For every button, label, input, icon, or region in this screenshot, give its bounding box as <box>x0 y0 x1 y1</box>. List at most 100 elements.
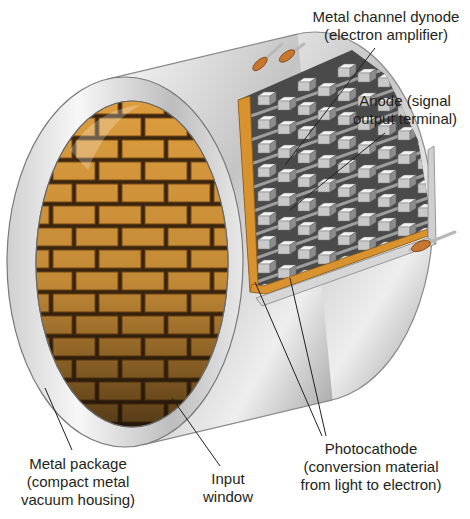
dynode-face <box>398 127 416 131</box>
dynode-face <box>290 169 296 182</box>
dynode-face <box>290 121 296 134</box>
dynode-face <box>290 313 296 326</box>
cathode-brick <box>260 140 302 158</box>
dynode-face <box>270 212 276 225</box>
cathode-brick <box>237 162 279 180</box>
dynode-face <box>278 269 290 278</box>
dynode-block <box>378 170 396 183</box>
dynode-face <box>398 59 410 68</box>
dynode-face <box>378 78 390 87</box>
cathode-brick <box>260 184 302 202</box>
dynode-block <box>258 164 276 177</box>
dynode-block <box>398 151 416 164</box>
dynode-face <box>330 179 336 192</box>
pin-insulator <box>251 55 270 73</box>
dynode-face <box>370 69 376 82</box>
dynode-face <box>258 144 270 153</box>
dynode-block <box>338 280 356 293</box>
dynode-face <box>338 68 350 77</box>
dynode-block <box>338 208 356 221</box>
cathode-brick <box>99 426 141 444</box>
dynode-face <box>298 178 310 187</box>
housing-cut-edge <box>428 146 436 244</box>
dynode-block <box>378 74 396 87</box>
dynode-block <box>418 252 436 265</box>
dynode-block <box>358 285 376 298</box>
dynode-face <box>330 299 336 312</box>
dynode-block <box>278 145 296 158</box>
leader-lines <box>45 48 385 466</box>
dynode-face <box>330 203 336 216</box>
dynode-face <box>318 159 330 168</box>
dynode-face <box>398 271 416 275</box>
dynode-block <box>338 184 356 197</box>
dynode-face <box>290 217 296 230</box>
dynode-face <box>410 175 416 188</box>
leader-line <box>172 398 220 466</box>
dynode-face <box>358 241 370 250</box>
dynode-face <box>258 264 270 273</box>
window-edge <box>36 101 228 427</box>
dynode-face <box>390 218 396 231</box>
dynode-face <box>410 199 416 212</box>
dynode-face <box>278 173 290 182</box>
dynode-block <box>278 217 296 230</box>
cathode-brick <box>260 96 302 114</box>
dynode-face <box>310 102 316 115</box>
dynode-face <box>338 236 350 245</box>
dynode-face <box>398 275 410 284</box>
dynode-face <box>370 189 376 202</box>
dynode-face <box>390 194 396 207</box>
dynode-block <box>278 97 296 110</box>
dynode-face <box>338 140 350 149</box>
cathode-brick <box>214 360 256 378</box>
dynode-face <box>418 84 436 88</box>
dynode-face <box>350 136 356 149</box>
dynode-face <box>298 250 310 259</box>
dynode-block <box>358 213 376 226</box>
lead-pins <box>251 44 455 254</box>
dynode-face <box>278 101 290 110</box>
cathode-brick <box>237 206 279 224</box>
dynode-face <box>358 285 376 289</box>
dynode-face <box>318 299 336 303</box>
dynode-face <box>370 165 376 178</box>
dynode-face <box>330 155 336 168</box>
dynode-face <box>278 149 290 158</box>
dynode-face <box>430 252 436 265</box>
leader-line <box>290 133 385 210</box>
dynode-face <box>378 266 396 270</box>
housing-edge <box>107 34 297 79</box>
dynode-face <box>378 270 390 279</box>
cathode-brick <box>214 96 256 114</box>
dynode-face <box>278 317 290 326</box>
dynode-block <box>298 246 316 259</box>
dynode-block <box>258 260 276 273</box>
dynode-block <box>398 199 416 212</box>
dynode-block <box>378 194 396 207</box>
dynode-block <box>338 136 356 149</box>
dynode-block <box>318 299 336 312</box>
dynode-face <box>270 92 276 105</box>
dynode-face <box>318 231 330 240</box>
dynode-block <box>298 198 316 211</box>
dynode-face <box>338 116 350 125</box>
pin-insulator <box>277 47 296 64</box>
dynode-block <box>298 174 316 187</box>
glass-highlight <box>70 105 140 170</box>
dynode-face <box>270 260 276 273</box>
dynode-face <box>350 208 356 221</box>
cathode-brick <box>260 316 302 334</box>
dynode-face <box>258 96 270 105</box>
front-rim <box>7 77 243 447</box>
dynode-face <box>350 88 356 101</box>
dynode-face <box>258 168 270 177</box>
dynode-face <box>358 217 370 226</box>
dynode-block <box>318 83 336 96</box>
dynode-block <box>278 193 296 206</box>
dynode-face <box>298 294 316 298</box>
dynode-face <box>298 298 310 307</box>
dynode-face <box>398 179 410 188</box>
leader-line <box>255 282 322 436</box>
dynode-face <box>418 136 430 145</box>
